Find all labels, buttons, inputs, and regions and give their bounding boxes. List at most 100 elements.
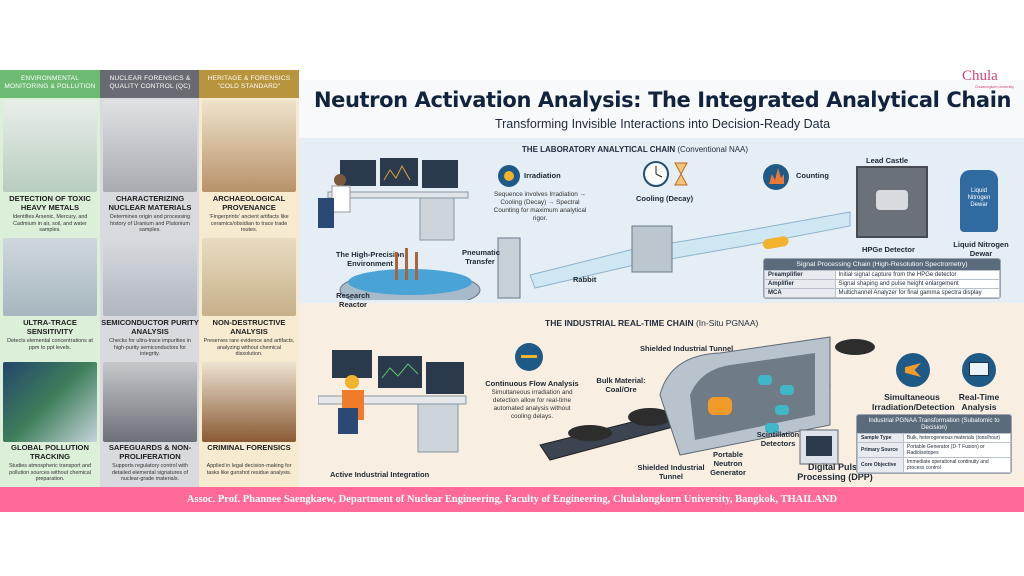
env-label: The High-Precision Environment [335,250,405,268]
simultaneous-icon [896,353,930,387]
panel-title: GLOBAL POLLUTION TRACKING [11,443,89,461]
lead-castle [856,166,928,238]
lab-heading-title: THE LABORATORY ANALYTICAL CHAIN [521,145,676,154]
tunnel-top-label: Shielded Industrial Tunnel [640,344,734,353]
manuscript-image [202,238,296,316]
page-subtitle: Transforming Invisible Interactions into… [494,117,831,131]
row-key: Sample Type [857,433,904,443]
conveyor-tunnel-illustration [539,336,875,465]
simultaneous-label: Simultaneous Irradiation/Detection [872,392,955,412]
scientist-soil-image [3,100,97,192]
industrial-heading-note: (In-Situ PGNAA) [695,318,759,328]
bulk-material-label: Bulk Material: Coal/Ore [596,376,646,394]
dewar-tank: Liquid Nitrogen Dewar [960,170,998,232]
page-title: Neutron Activation Analysis: The Integra… [313,88,1012,112]
column-heritage: HERITAGE & FORENSICS "COLD STANDARD" ARC… [199,70,299,487]
panel-desc: Supports regulatory control with detaile… [111,463,189,483]
panel-desc: Applied in legal decision-making for tas… [206,463,292,476]
panel-title: SAFEGUARDS & NON-PROLIFERATION [108,443,192,461]
panel-title: ARCHAEOLOGICAL PROVENANCE [212,194,286,212]
workstation-illustration [318,158,469,241]
row-key: MCA [764,288,836,298]
industrial-heading-title: THE INDUSTRIAL REAL-TIME CHAIN [545,318,694,328]
counting-label: Counting [796,171,829,180]
inspector-certificate-image [103,362,197,442]
row-value: Signal shaping and pulse height enlargem… [834,279,1000,289]
hazmat-worker-image [103,100,197,192]
real-time-analysis-icon [962,353,996,387]
panel-desc: Studies atmospheric transport and pollut… [8,463,92,483]
hpge-label: HPGe Detector [862,245,915,254]
panel-title: DETECTION OF TOXIC HEAVY METALS [9,194,91,212]
cooling-label: Cooling (Decay) [636,194,694,203]
forensics-gavel-image [202,362,296,442]
sequence-text: Sequence involves Irradiation → Cooling … [493,191,587,222]
rabbit-label: Rabbit [573,275,597,284]
world-map-image [3,362,97,442]
lab-heading: THE LABORATORY ANALYTICAL CHAIN (Convent… [300,145,970,154]
panel-title: SEMICONDUCTOR PURITY ANALYSIS [101,318,199,336]
column-environmental: ENVIRONMENTAL MONITORING & POLLUTION DET… [0,70,100,487]
archaeologist-image [202,100,296,192]
row-value: Bulk, heterogeneous materials (tons/hour… [902,433,1011,443]
real-time-label: Real-Time Analysis [958,392,1000,412]
footer-credit: Assoc. Prof. Phannee Saengkaew, Departme… [0,487,1024,512]
reactor-label: Research Reactor [336,291,370,309]
scintillation-label: Scintillation Detectors [756,430,800,448]
row-value: Multichannel Analyzer for final gamma sp… [834,288,1000,298]
worker-label: Active Industrial Integration [330,470,430,479]
industrial-workstation-illustration [318,350,467,453]
panel-desc: Detects elemental concentrations at ppm … [7,338,93,351]
panel-title: NON-DESTRUCTIVE ANALYSIS [212,318,286,336]
column-header: NUCLEAR FORENSICS & QUALITY CONTROL (QC) [100,70,200,98]
table-title: Signal Processing Chain (High-Resolution… [764,259,1000,270]
panel-title: CHARACTERIZING NUCLEAR MATERIALS [108,194,192,212]
industrial-heading: THE INDUSTRIAL REAL-TIME CHAIN (In-Situ … [545,318,758,328]
row-key: Primary Source [857,442,904,458]
panel-desc: Determines origin and processing history… [109,214,191,234]
tunnel-bottom-label: Shielded Industrial Tunnel [637,463,705,481]
column-nuclear-forensics: NUCLEAR FORENSICS & QUALITY CONTROL (QC)… [100,70,200,487]
dpp-label: Digital Pulse Processing (DPP) [797,462,873,482]
pneumatic-label: Pneumatic Transfer [462,248,500,266]
row-value: Initial signal capture from the HPGe det… [834,270,1000,280]
irradiation-icon [498,165,520,187]
row-value: Portable Generator (D-T Fusion) or Radio… [902,442,1011,458]
panel-desc: Checks for ultra-trace impurities in hig… [109,338,191,358]
flow-title: Continuous Flow Analysis [485,379,579,388]
table-title: Industrial PGNAA Transformation (Subatom… [857,415,1011,433]
irradiation-label: Irradiation [524,171,561,180]
panel-desc: 'Fingerprints' ancient artifacts like ce… [209,214,289,234]
panel-desc: Identifies Arsenic, Mercury, and Cadmium… [12,214,88,234]
logo-subtitle: Chulalongkorn University [975,85,1014,89]
row-value: Immediate operational continuity and pro… [902,457,1011,473]
row-key: Core Objective [857,457,904,473]
microscope-image [103,238,197,316]
lead-castle-label: Lead Castle [866,156,909,165]
flow-icon [515,343,543,371]
panel-title: CRIMINAL FORENSICS [207,443,291,452]
pgnaa-table: Industrial PGNAA Transformation (Subatom… [856,414,1012,474]
pneumatic-transfer-illustration [339,211,851,300]
signal-chain-table: Signal Processing Chain (High-Resolution… [763,258,1001,299]
title-area [299,80,1024,138]
lab-instrument-image [3,238,97,316]
clock-hourglass-icon [643,161,688,187]
panel-desc: Preserves rare evidence and artifacts, a… [203,338,295,358]
column-header: ENVIRONMENTAL MONITORING & POLLUTION [0,70,100,98]
counting-icon [763,164,789,190]
row-key: Amplifier [764,279,836,289]
generator-label: Portable Neutron Generator [710,450,746,477]
dewar-label: Liquid Nitrogen Dewar [953,240,1009,258]
chula-logo: Chula [962,68,998,84]
row-key: Preamplifier [764,270,836,280]
lab-heading-note: (Conventional NAA) [677,145,749,154]
column-header: HERITAGE & FORENSICS "COLD STANDARD" [199,70,299,98]
panel-title: ULTRA-TRACE SENSITIVITY [23,318,77,336]
